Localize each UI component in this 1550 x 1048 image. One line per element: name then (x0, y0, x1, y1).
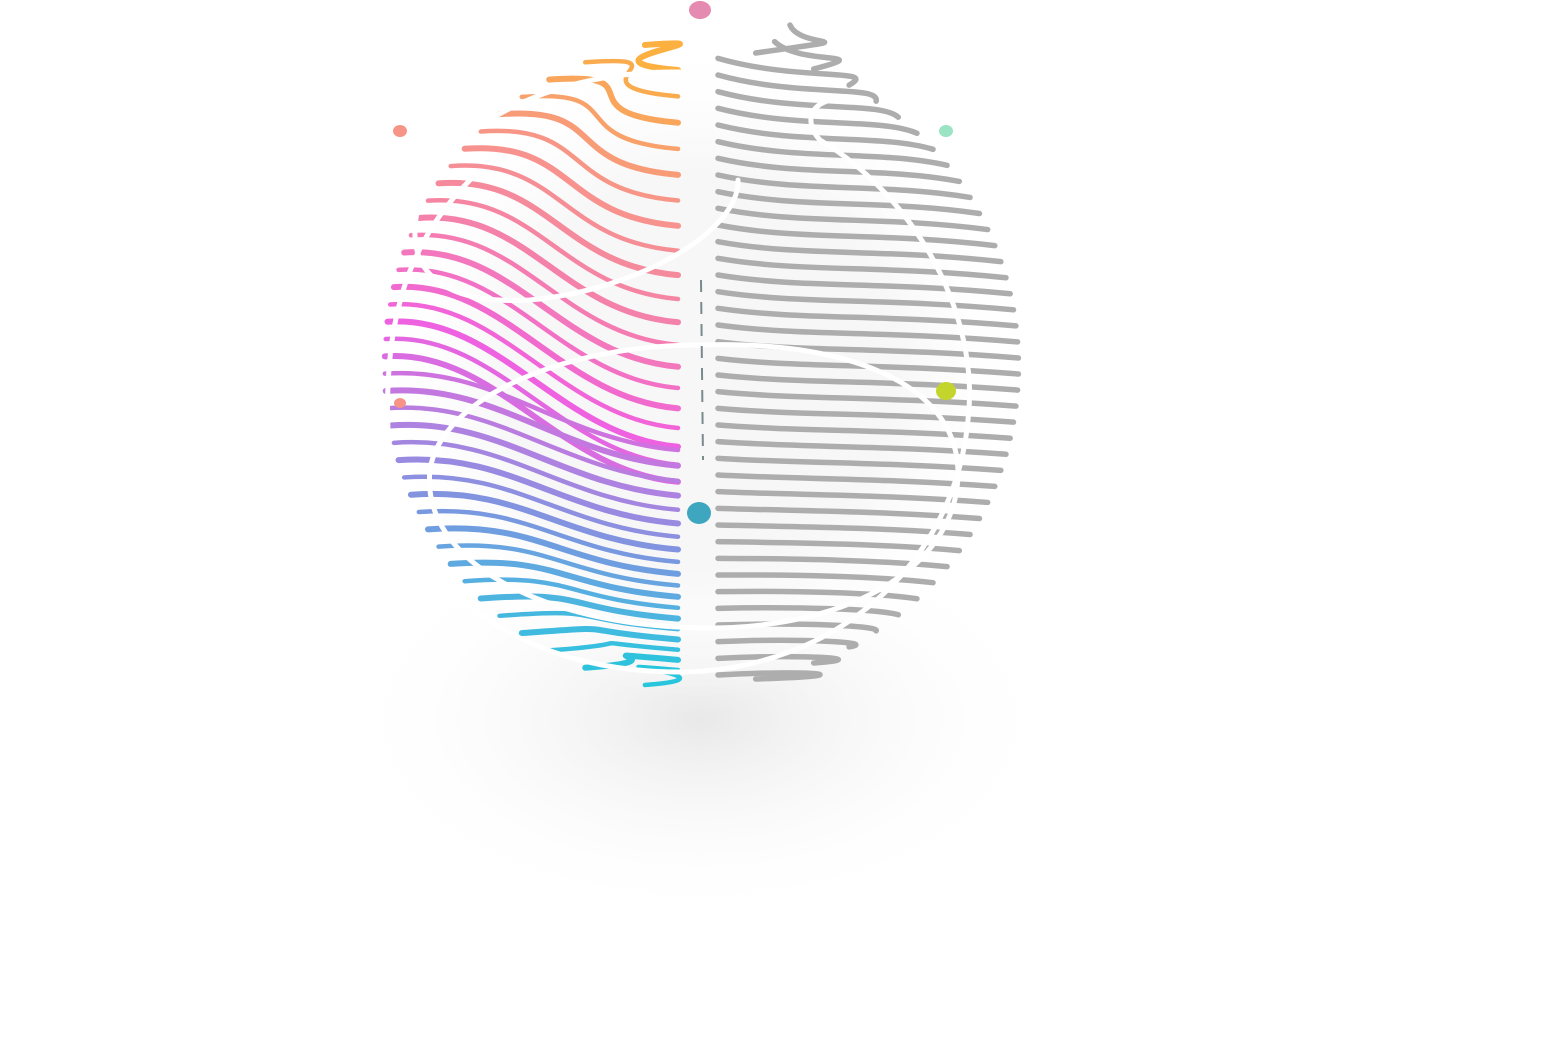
right-line (715, 138, 950, 169)
right-line (715, 105, 920, 137)
right-line (715, 238, 1004, 265)
right-line (715, 388, 1019, 409)
left-line (461, 145, 681, 229)
left-line (546, 641, 681, 653)
right-line (715, 438, 1009, 458)
left-line (396, 267, 681, 391)
vertical-dashed-axis (700, 279, 704, 461)
right-line (715, 55, 859, 88)
right-line (771, 38, 843, 72)
right-line (715, 405, 1017, 425)
right-line (715, 122, 936, 153)
right-line (715, 653, 841, 666)
right-lime-dot (936, 382, 956, 400)
left-line (383, 336, 681, 467)
left-line (388, 301, 681, 431)
right-line (715, 555, 950, 570)
left-line (382, 387, 681, 469)
center-teal-dot (687, 502, 711, 524)
left-line (407, 490, 681, 553)
right-line (715, 588, 920, 602)
right-line (715, 72, 879, 104)
right-line (715, 155, 963, 185)
white-loops (385, 69, 972, 675)
right-line (715, 272, 1013, 297)
left-line (519, 93, 681, 152)
left-line (448, 163, 681, 253)
left-line (478, 128, 681, 203)
left-line (401, 249, 681, 370)
top-pink-dot (689, 1, 711, 19)
left-line (518, 625, 681, 643)
upper-right-mint-dot (939, 125, 953, 137)
right-line (715, 637, 859, 650)
right-line (715, 670, 823, 682)
outer-loop (385, 95, 972, 675)
left-line (582, 652, 681, 671)
left-line (401, 474, 681, 539)
left-line (435, 179, 681, 279)
upper-left-coral-dot (393, 125, 407, 137)
right-line (715, 422, 1013, 441)
left-line (546, 75, 681, 126)
left-line (477, 593, 681, 622)
left-line (390, 283, 681, 412)
left-line (395, 456, 681, 527)
left-line (415, 214, 681, 326)
right-line (715, 255, 1009, 281)
left-line (447, 559, 681, 600)
right-line (715, 522, 973, 538)
left-line (416, 508, 681, 565)
left-line (496, 110, 681, 178)
left-line (635, 40, 683, 73)
right-line (715, 572, 936, 586)
left-line (385, 405, 681, 484)
left-line (436, 543, 681, 588)
right-line (715, 205, 991, 233)
middle-loop (426, 342, 961, 631)
left-line (382, 370, 681, 453)
upper-loop (412, 69, 741, 303)
left-colored-lines (381, 40, 683, 688)
right-line (715, 288, 1017, 313)
left-coral-dot (394, 398, 406, 408)
right-line (715, 172, 973, 201)
left-line (425, 198, 681, 302)
left-line (425, 525, 681, 577)
left-line (387, 421, 681, 499)
right-line (715, 305, 1019, 329)
right-line (715, 322, 1021, 345)
left-line (391, 439, 681, 513)
right-line (752, 22, 828, 56)
right-line (715, 222, 998, 249)
right-line (715, 188, 983, 217)
right-line (715, 88, 902, 120)
left-line (408, 232, 681, 348)
